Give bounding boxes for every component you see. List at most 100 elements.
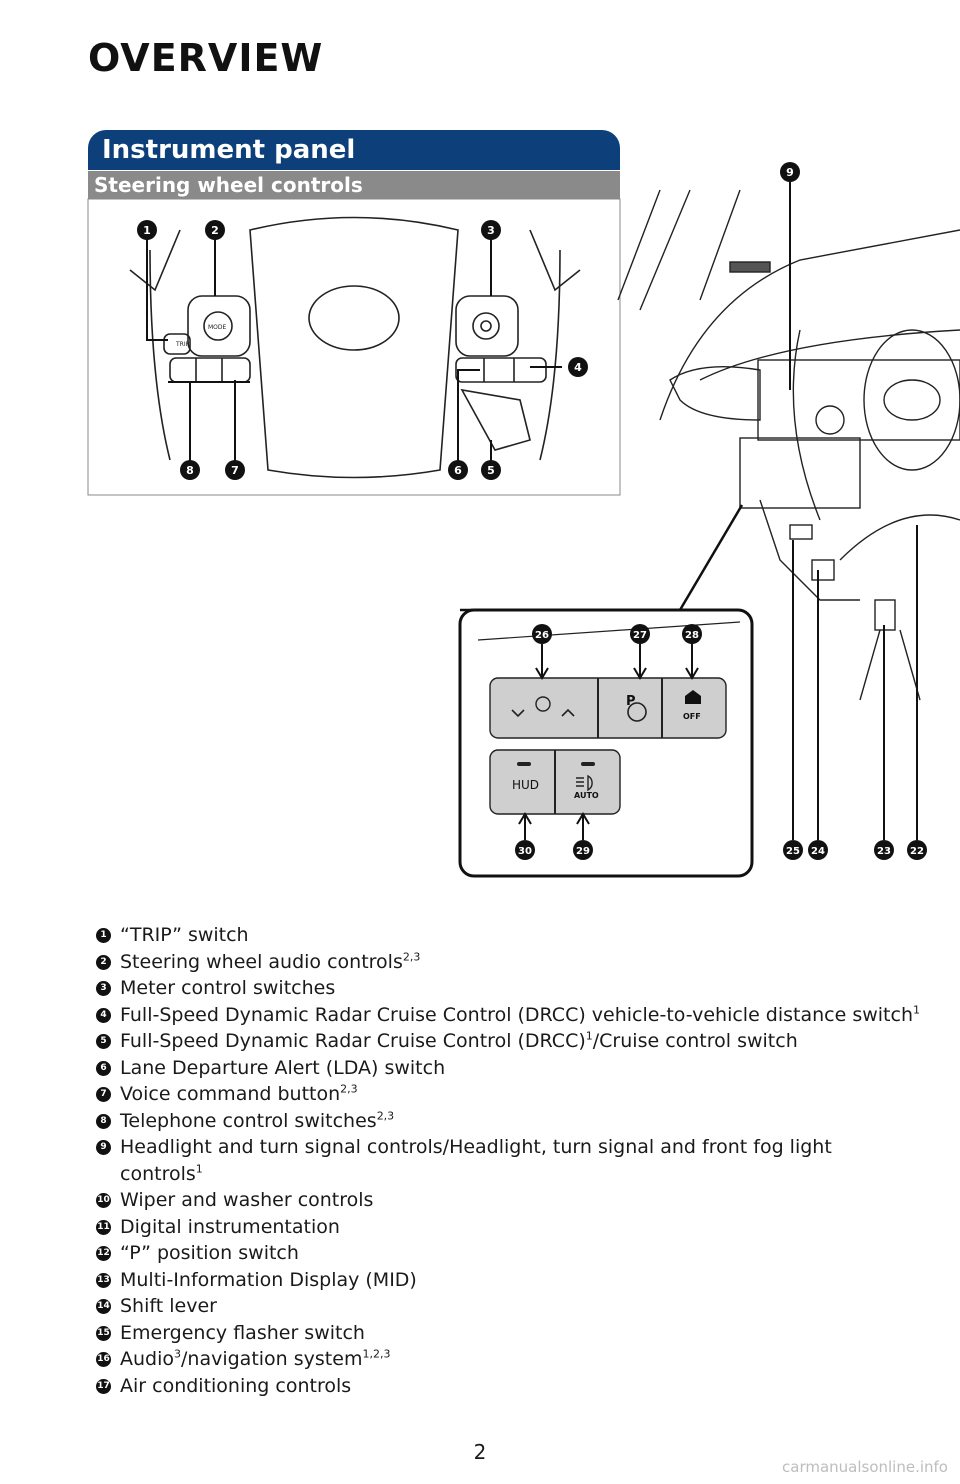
legend-item: 13 Multi-Information Display (MID) (96, 1267, 936, 1294)
legend-text: Shift lever (120, 1295, 217, 1317)
callout-9: 9 (780, 162, 800, 182)
svg-text:23: 23 (877, 846, 891, 857)
legend-number-badge: 3 (96, 981, 111, 996)
callout-26: 26 (532, 624, 552, 644)
legend-number-badge: 17 (96, 1378, 111, 1394)
legend-number-badge: 8 (96, 1113, 111, 1129)
legend-item: 10 Wiper and washer controls (96, 1187, 936, 1214)
legend-text: controls (120, 1162, 196, 1185)
svg-text:4: 4 (574, 361, 582, 374)
legend-text: Audio (120, 1348, 175, 1370)
legend-number-badge: 4 (96, 1007, 111, 1023)
callout-2: 2 (205, 220, 225, 240)
svg-text:9: 9 (786, 166, 794, 179)
legend-text: Voice command button (120, 1083, 341, 1105)
legend-text: “P” position switch (120, 1242, 299, 1264)
legend-footnote-ref: 2,3 (376, 1109, 395, 1123)
legend-text: Headlight and turn signal controls/Headl… (120, 1136, 832, 1158)
legend-footnote-ref: 2,3 (340, 1082, 358, 1096)
callout-29: 29 (573, 840, 593, 860)
legend-number-badge: 16 (96, 1352, 111, 1367)
legend-text: Meter control switches (120, 977, 336, 999)
section-title: Instrument panel (88, 130, 620, 170)
legend-footnote-ref: 1,2,3 (362, 1347, 391, 1361)
legend-text: Lane Departure Alert (LDA) switch (120, 1056, 446, 1079)
legend-number-badge: 11 (96, 1219, 111, 1235)
legend-number-badge: 14 (96, 1299, 111, 1314)
svg-text:6: 6 (454, 464, 462, 477)
legend-item: 5 Full-Speed Dynamic Radar Cruise Control… (96, 1028, 936, 1055)
svg-text:AUTO: AUTO (574, 791, 599, 800)
callout-4: 4 (568, 357, 588, 377)
svg-text:HUD: HUD (512, 778, 539, 792)
legend-footnote-ref: 1 (913, 1003, 920, 1017)
callout-7: 7 (225, 460, 245, 480)
legend-number-badge: 5 (96, 1034, 111, 1049)
legend-item: controls1 (96, 1161, 936, 1188)
legend-number-badge: 13 (96, 1272, 111, 1288)
legend-number-badge: 9 (96, 1140, 111, 1155)
svg-text:22: 22 (910, 846, 924, 857)
svg-text:30: 30 (518, 846, 532, 857)
legend-item: 8 Telephone control switches2,3 (96, 1108, 936, 1135)
legend-number-badge: 10 (96, 1193, 111, 1208)
legend-number-badge: 7 (96, 1087, 111, 1102)
legend-text: Wiper and washer controls (120, 1189, 374, 1211)
legend-text: Full-Speed Dynamic Radar Cruise Control … (120, 1030, 586, 1052)
legend-text: Air conditioning controls (120, 1374, 352, 1397)
legend-text-continued: /navigation system (181, 1348, 363, 1370)
callout-30: 30 (515, 840, 535, 860)
page-number: 2 (473, 1440, 487, 1464)
switch-panel-inset: P OFF HUD AUTO (458, 608, 754, 878)
legend-number-badge: 2 (96, 954, 111, 970)
legend-text-continued: /Cruise control switch (592, 1030, 798, 1052)
svg-text:25: 25 (786, 846, 800, 857)
callout-1: 1 (137, 220, 157, 240)
page-title: OVERVIEW (88, 36, 324, 80)
legend-text: Steering wheel audio controls (120, 950, 403, 973)
callout-25: 25 (783, 840, 803, 860)
svg-text:29: 29 (576, 846, 590, 857)
callout-3: 3 (481, 220, 501, 240)
svg-text:5: 5 (487, 464, 495, 477)
svg-text:OFF: OFF (683, 712, 701, 721)
legend-item: 4 Full-Speed Dynamic Radar Cruise Control… (96, 1002, 936, 1029)
legend-list: 1“TRIP” switch 2 Steering wheel audio cont… (96, 922, 936, 1399)
subsection-title: Steering wheel controls (88, 171, 620, 199)
legend-item: 1“TRIP” switch (96, 922, 936, 949)
legend-item: 14 Shift lever (96, 1293, 936, 1320)
mode-switch-label: MODE (208, 324, 227, 331)
legend-item: 9 Headlight and turn signal controls/Head… (96, 1134, 936, 1161)
callout-27: 27 (630, 624, 650, 644)
svg-text:7: 7 (231, 464, 239, 477)
legend-number-badge: 1 (96, 928, 111, 943)
svg-text:26: 26 (535, 630, 549, 641)
callout-8: 8 (180, 460, 200, 480)
legend-text: Telephone control switches (120, 1109, 377, 1132)
instrument-panel-illustration: TRIP MODE 1 2 3 4 5 6 7 8 (87, 162, 960, 878)
callout-23: 23 (874, 840, 894, 860)
cockpit-drawing (617, 189, 960, 701)
legend-footnote-ref: 1 (195, 1162, 203, 1176)
callout-28: 28 (682, 624, 702, 644)
legend-number-badge: 12 (96, 1246, 111, 1261)
legend-text: Multi-Information Display (MID) (120, 1268, 417, 1291)
svg-text:24: 24 (811, 846, 825, 857)
svg-text:2: 2 (211, 224, 219, 237)
legend-footnote-ref: 2,3 (402, 950, 421, 964)
legend-text: Emergency flasher switch (120, 1321, 365, 1344)
legend-item: 12 “P” position switch (96, 1240, 936, 1267)
legend-text: Full-Speed Dynamic Radar Cruise Control … (120, 1003, 913, 1026)
svg-text:27: 27 (633, 630, 647, 641)
svg-text:3: 3 (487, 224, 495, 237)
legend-item: 7 Voice command button2,3 (96, 1081, 936, 1108)
svg-text:8: 8 (186, 464, 194, 477)
callout-6: 6 (448, 460, 468, 480)
legend-footnote-ref: 1 (585, 1029, 593, 1043)
legend-item: 17 Air conditioning controls (96, 1373, 936, 1400)
callout-5: 5 (481, 460, 501, 480)
